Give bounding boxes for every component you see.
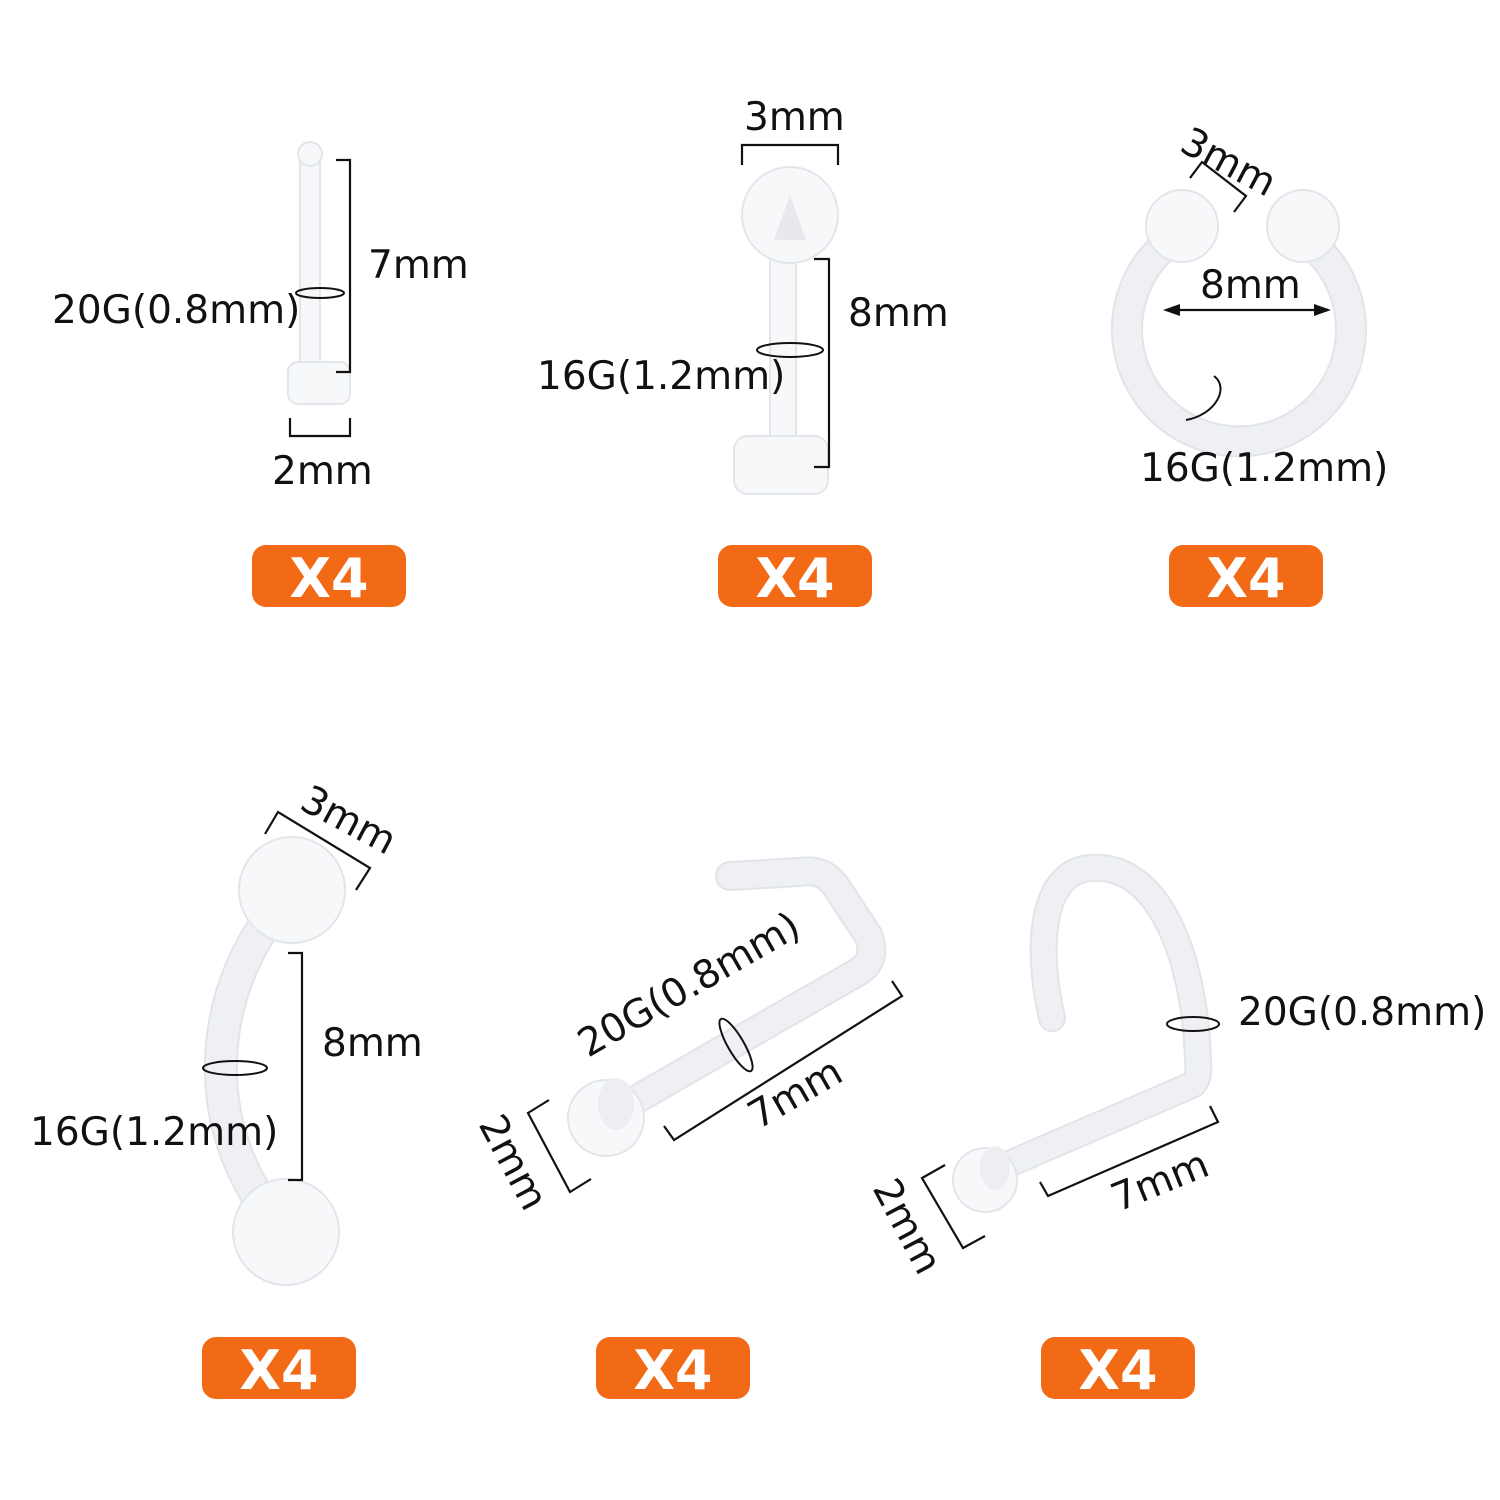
l-shaped-nose-stud-icon (567, 856, 887, 1157)
gauge-label: 16G(1.2mm) (30, 1110, 278, 1155)
nose-screw-icon (952, 853, 1213, 1213)
item-nose-screw: 20G(0.8mm) 7mm 2mm (863, 853, 1486, 1282)
quantity-badge: X4 (1169, 545, 1323, 610)
item-straight-labret: 7mm 20G(0.8mm) 2mm (52, 141, 469, 494)
length-label: 8mm (848, 291, 949, 336)
quantity-badge: X4 (252, 545, 406, 610)
length-label: 7mm (368, 243, 469, 288)
ball-bracket (264, 810, 372, 891)
item-l-shaped-nose-stud: 20G(0.8mm) 7mm 2mm (469, 856, 904, 1218)
item-horseshoe-ring: 3mm 8mm 16G(1.2mm) (1111, 119, 1388, 491)
svg-text:X4: X4 (239, 1339, 318, 1402)
length-bracket (288, 951, 304, 1182)
ball-bracket (740, 143, 840, 165)
quantity-badge: X4 (596, 1337, 750, 1402)
svg-text:X4: X4 (289, 547, 368, 610)
straight-labret-stud-icon (287, 141, 351, 405)
gauge-ring (718, 1017, 754, 1073)
gauge-ring (295, 287, 345, 299)
gauge-ring (1185, 375, 1222, 421)
quantity-badge: X4 (202, 1337, 356, 1402)
gauge-label: 16G(1.2mm) (537, 354, 785, 399)
svg-text:X4: X4 (755, 547, 834, 610)
gauge-ring (756, 342, 824, 358)
item-ball-labret: 3mm 8mm 16G(1.2mm) (537, 95, 949, 495)
svg-text:X4: X4 (1206, 547, 1285, 610)
length-bracket (336, 158, 352, 374)
horseshoe-ring-icon (1111, 189, 1367, 458)
svg-text:X4: X4 (633, 1339, 712, 1402)
head-label: 2mm (863, 1172, 950, 1282)
gauge-ring (1166, 1016, 1220, 1032)
curved-barbell-icon (203, 836, 346, 1286)
length-label: 7mm (1105, 1142, 1215, 1221)
length-bracket (814, 257, 831, 469)
ball-bracket (1189, 160, 1248, 213)
length-bracket (1039, 1105, 1220, 1198)
ball-labret-stud-icon (733, 166, 839, 495)
quantity-badge: X4 (1041, 1337, 1195, 1402)
ball-label: 3mm (744, 95, 845, 140)
disc-label: 2mm (272, 449, 373, 494)
head-bracket (526, 1099, 592, 1194)
gauge-label: 20G(0.8mm) (52, 288, 300, 333)
diameter-label: 8mm (1200, 263, 1301, 308)
gauge-label: 16G(1.2mm) (1140, 446, 1388, 491)
disc-bracket (288, 418, 352, 438)
head-bracket (920, 1164, 986, 1250)
head-label: 2mm (469, 1108, 556, 1218)
gauge-ring (202, 1060, 268, 1076)
gauge-label: 20G(0.8mm) (1238, 990, 1486, 1035)
svg-text:X4: X4 (1078, 1339, 1157, 1402)
length-label: 8mm (322, 1021, 423, 1066)
length-bracket (663, 980, 904, 1142)
gauge-label: 20G(0.8mm) (571, 904, 809, 1067)
item-curved-barbell: 3mm 8mm 16G(1.2mm) (30, 777, 423, 1286)
quantity-badge: X4 (718, 545, 872, 610)
